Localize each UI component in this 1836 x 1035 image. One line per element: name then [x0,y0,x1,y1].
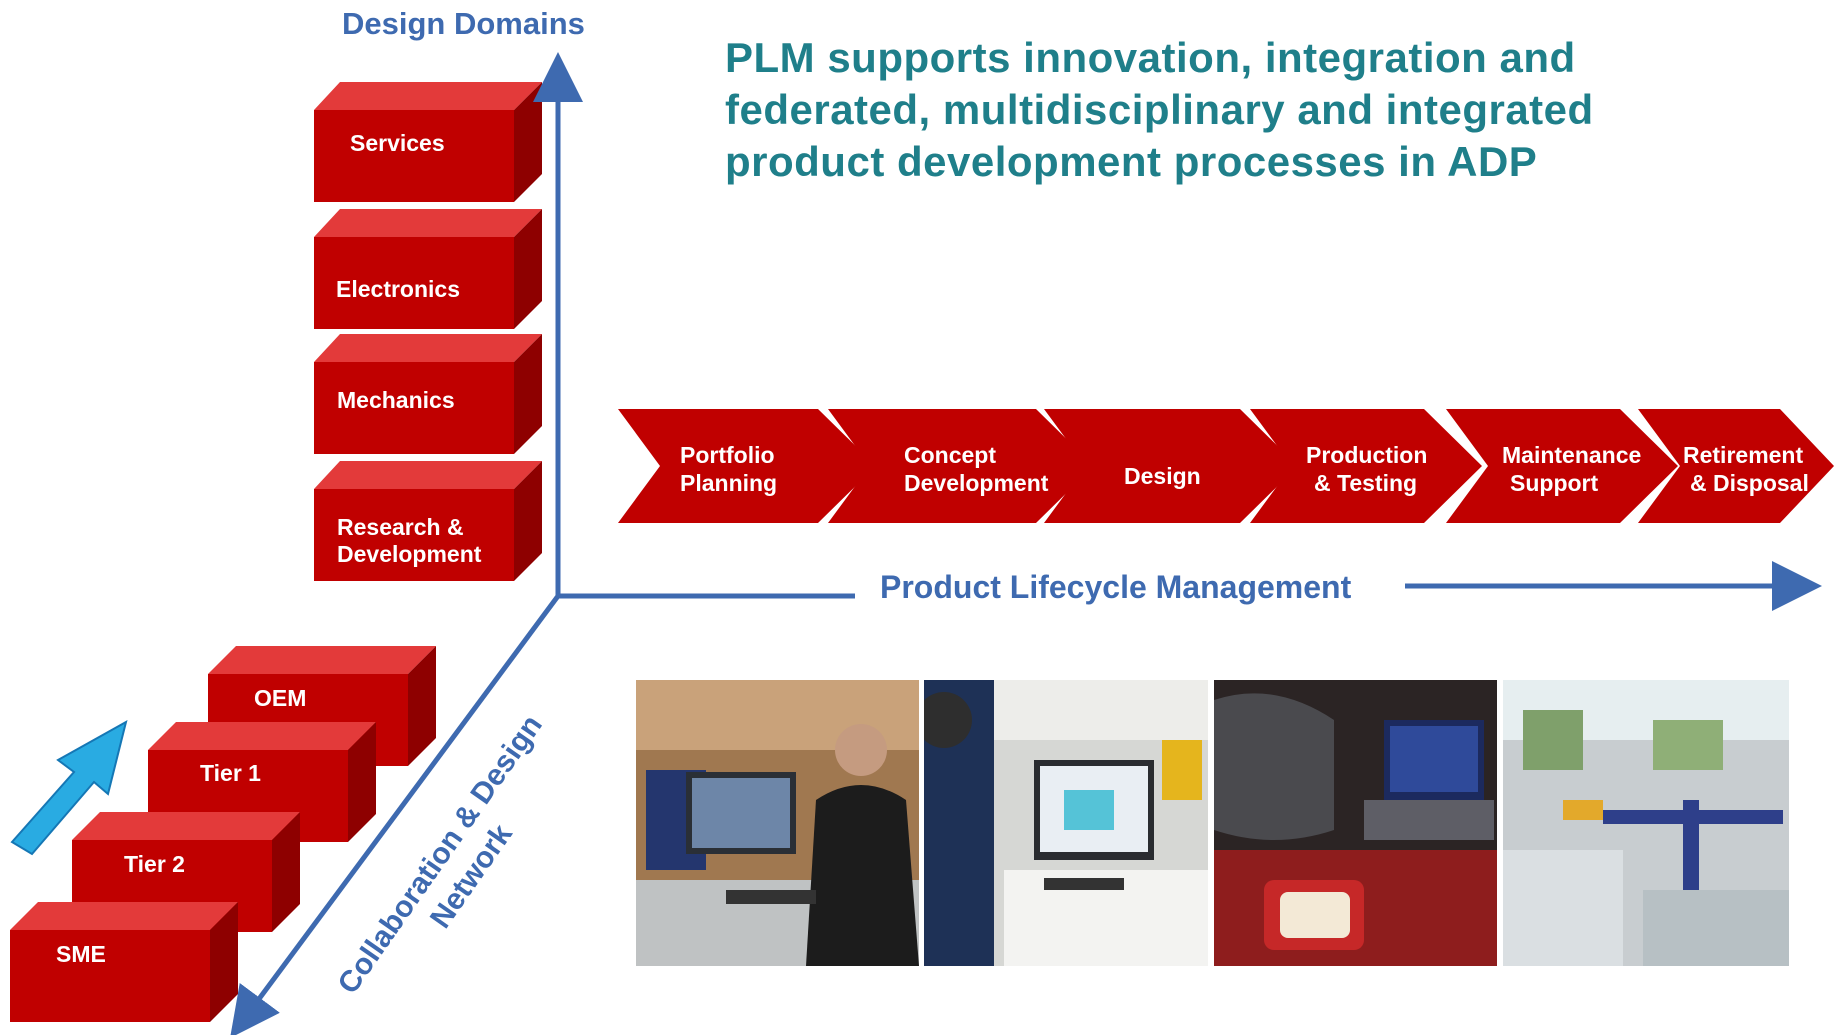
chevron-retirement-disposal: Retirement & Disposal [1638,409,1834,523]
svg-text:Design: Design [1124,463,1201,489]
svg-text:Concept: Concept [904,442,996,468]
domain-label-mechanics: Mechanics [337,387,455,413]
tier-label-tier1: Tier 1 [200,760,261,786]
svg-text:Production: Production [1306,442,1427,468]
svg-text:& Testing: & Testing [1314,470,1417,496]
svg-text:Retirement: Retirement [1683,442,1803,468]
tier-label-tier2: Tier 2 [124,851,185,877]
chevron-concept-development: Concept Development [828,409,1094,523]
svg-text:Maintenance: Maintenance [1502,442,1641,468]
domain-label-research-line1: Research & [337,514,464,540]
engineer-cad-workstation-photo [636,680,919,966]
headline: PLM supports innovation, integration and… [725,32,1825,188]
chevron-portfolio-planning: Portfolio Planning [618,409,876,523]
plm-axis-label: Product Lifecycle Management [880,569,1352,605]
domain-box-research-development: Research & Development [314,461,542,581]
svg-text:Support: Support [1510,470,1598,496]
headline-line2: federated, multidisciplinary and integra… [725,86,1594,133]
domain-label-electronics: Electronics [336,276,460,302]
headline-line3: product development processes in ADP [725,138,1538,185]
chevron-design: Design [1044,409,1298,523]
tier-label-oem: OEM [254,685,306,711]
laser-scanner-testing-photo [1214,680,1497,966]
domain-box-services: Services [314,82,542,202]
chevron-maintenance-support: Maintenance Support [1446,409,1678,523]
domain-box-electronics: Electronics [314,209,542,329]
tier-box-sme: SME [10,902,238,1022]
upward-arrow-icon [10,719,128,856]
domain-box-mechanics: Mechanics [314,334,542,454]
domain-label-research-line2: Development [337,541,482,567]
design-domains-label: Design Domains [342,6,585,41]
svg-text:Portfolio: Portfolio [680,442,775,468]
svg-text:Development: Development [904,470,1049,496]
svg-text:Planning: Planning [680,470,777,496]
headline-line1: PLM supports innovation, integration and [725,34,1576,81]
chevron-production-testing: Production & Testing [1250,409,1482,523]
svg-text:& Disposal: & Disposal [1690,470,1809,496]
production-line-photo [1503,680,1789,966]
diagonal-axis-arrow [230,594,561,1035]
domain-label-services: Services [350,130,445,156]
tier-label-sme: SME [56,941,106,967]
engineer-simulation-workstation-photo [924,680,1208,966]
